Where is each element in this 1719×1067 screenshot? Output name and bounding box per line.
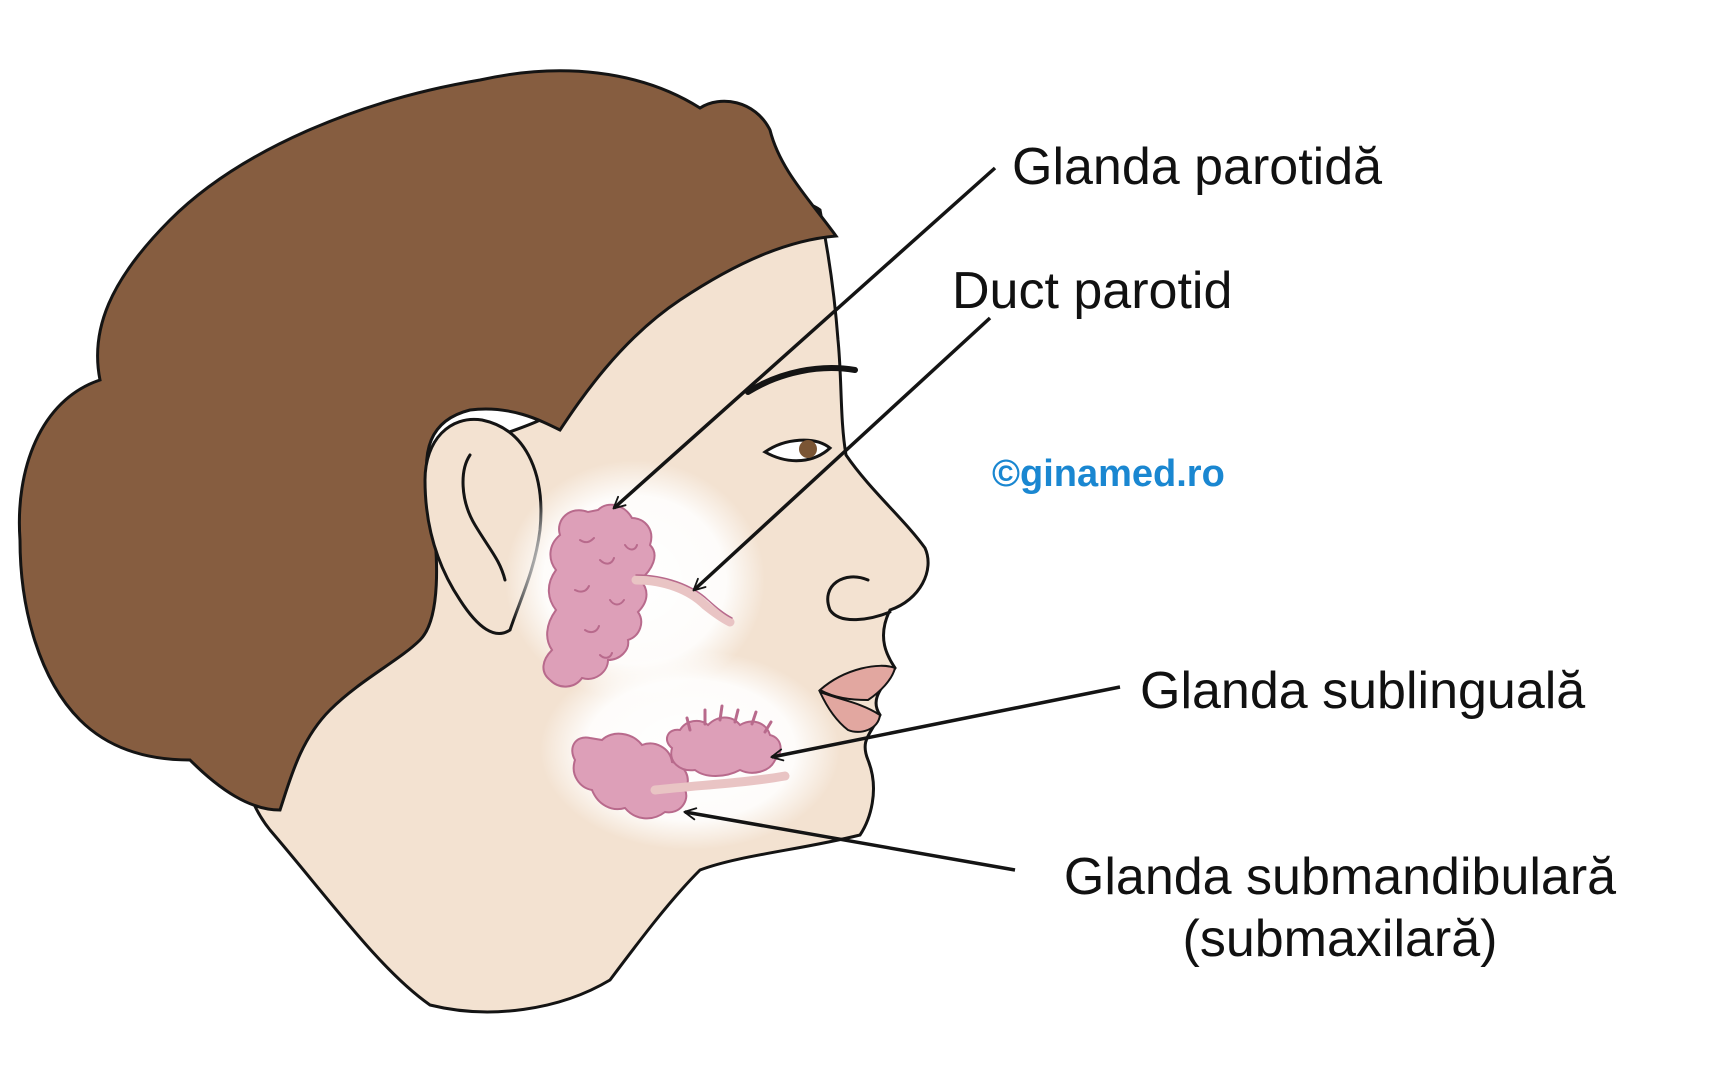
submandibular-duct [650, 771, 790, 795]
label-submandibular-line2: (submaxilară) [1182, 910, 1498, 968]
eyebrow [745, 365, 858, 395]
parotid-duct [631, 575, 735, 627]
leader-submandibular-gland [683, 807, 1016, 872]
parotid-gland-texture [574, 537, 638, 659]
label-parotid-gland: Glanda parotidă [1012, 138, 1383, 196]
leader-sublingual-gland [770, 685, 1121, 762]
label-submandibular-line1: Glanda submandibulară [1063, 848, 1617, 906]
label-sublingual-gland: Glanda sublinguală [1140, 662, 1586, 720]
ear-inner [461, 453, 507, 582]
label-parotid-duct: Duct parotid [952, 262, 1233, 320]
parotid-duct-outline [635, 574, 733, 619]
submandibular-gland [571, 732, 689, 820]
leader-parotid-gland [612, 166, 997, 510]
lower-lip [818, 690, 882, 733]
sublingual-gland [665, 716, 782, 777]
label-submandibular-gland: Glanda submandibulară (submaxilară) [1030, 846, 1650, 970]
hair [17, 69, 839, 812]
upper-lip [818, 664, 897, 702]
nostril [826, 575, 892, 622]
leader-parotid-duct [692, 316, 992, 592]
iris [799, 440, 817, 458]
sublingual-gland-fringe [685, 704, 773, 734]
watermark: ©ginamed.ro [992, 453, 1225, 495]
parotid-gland [542, 503, 656, 688]
